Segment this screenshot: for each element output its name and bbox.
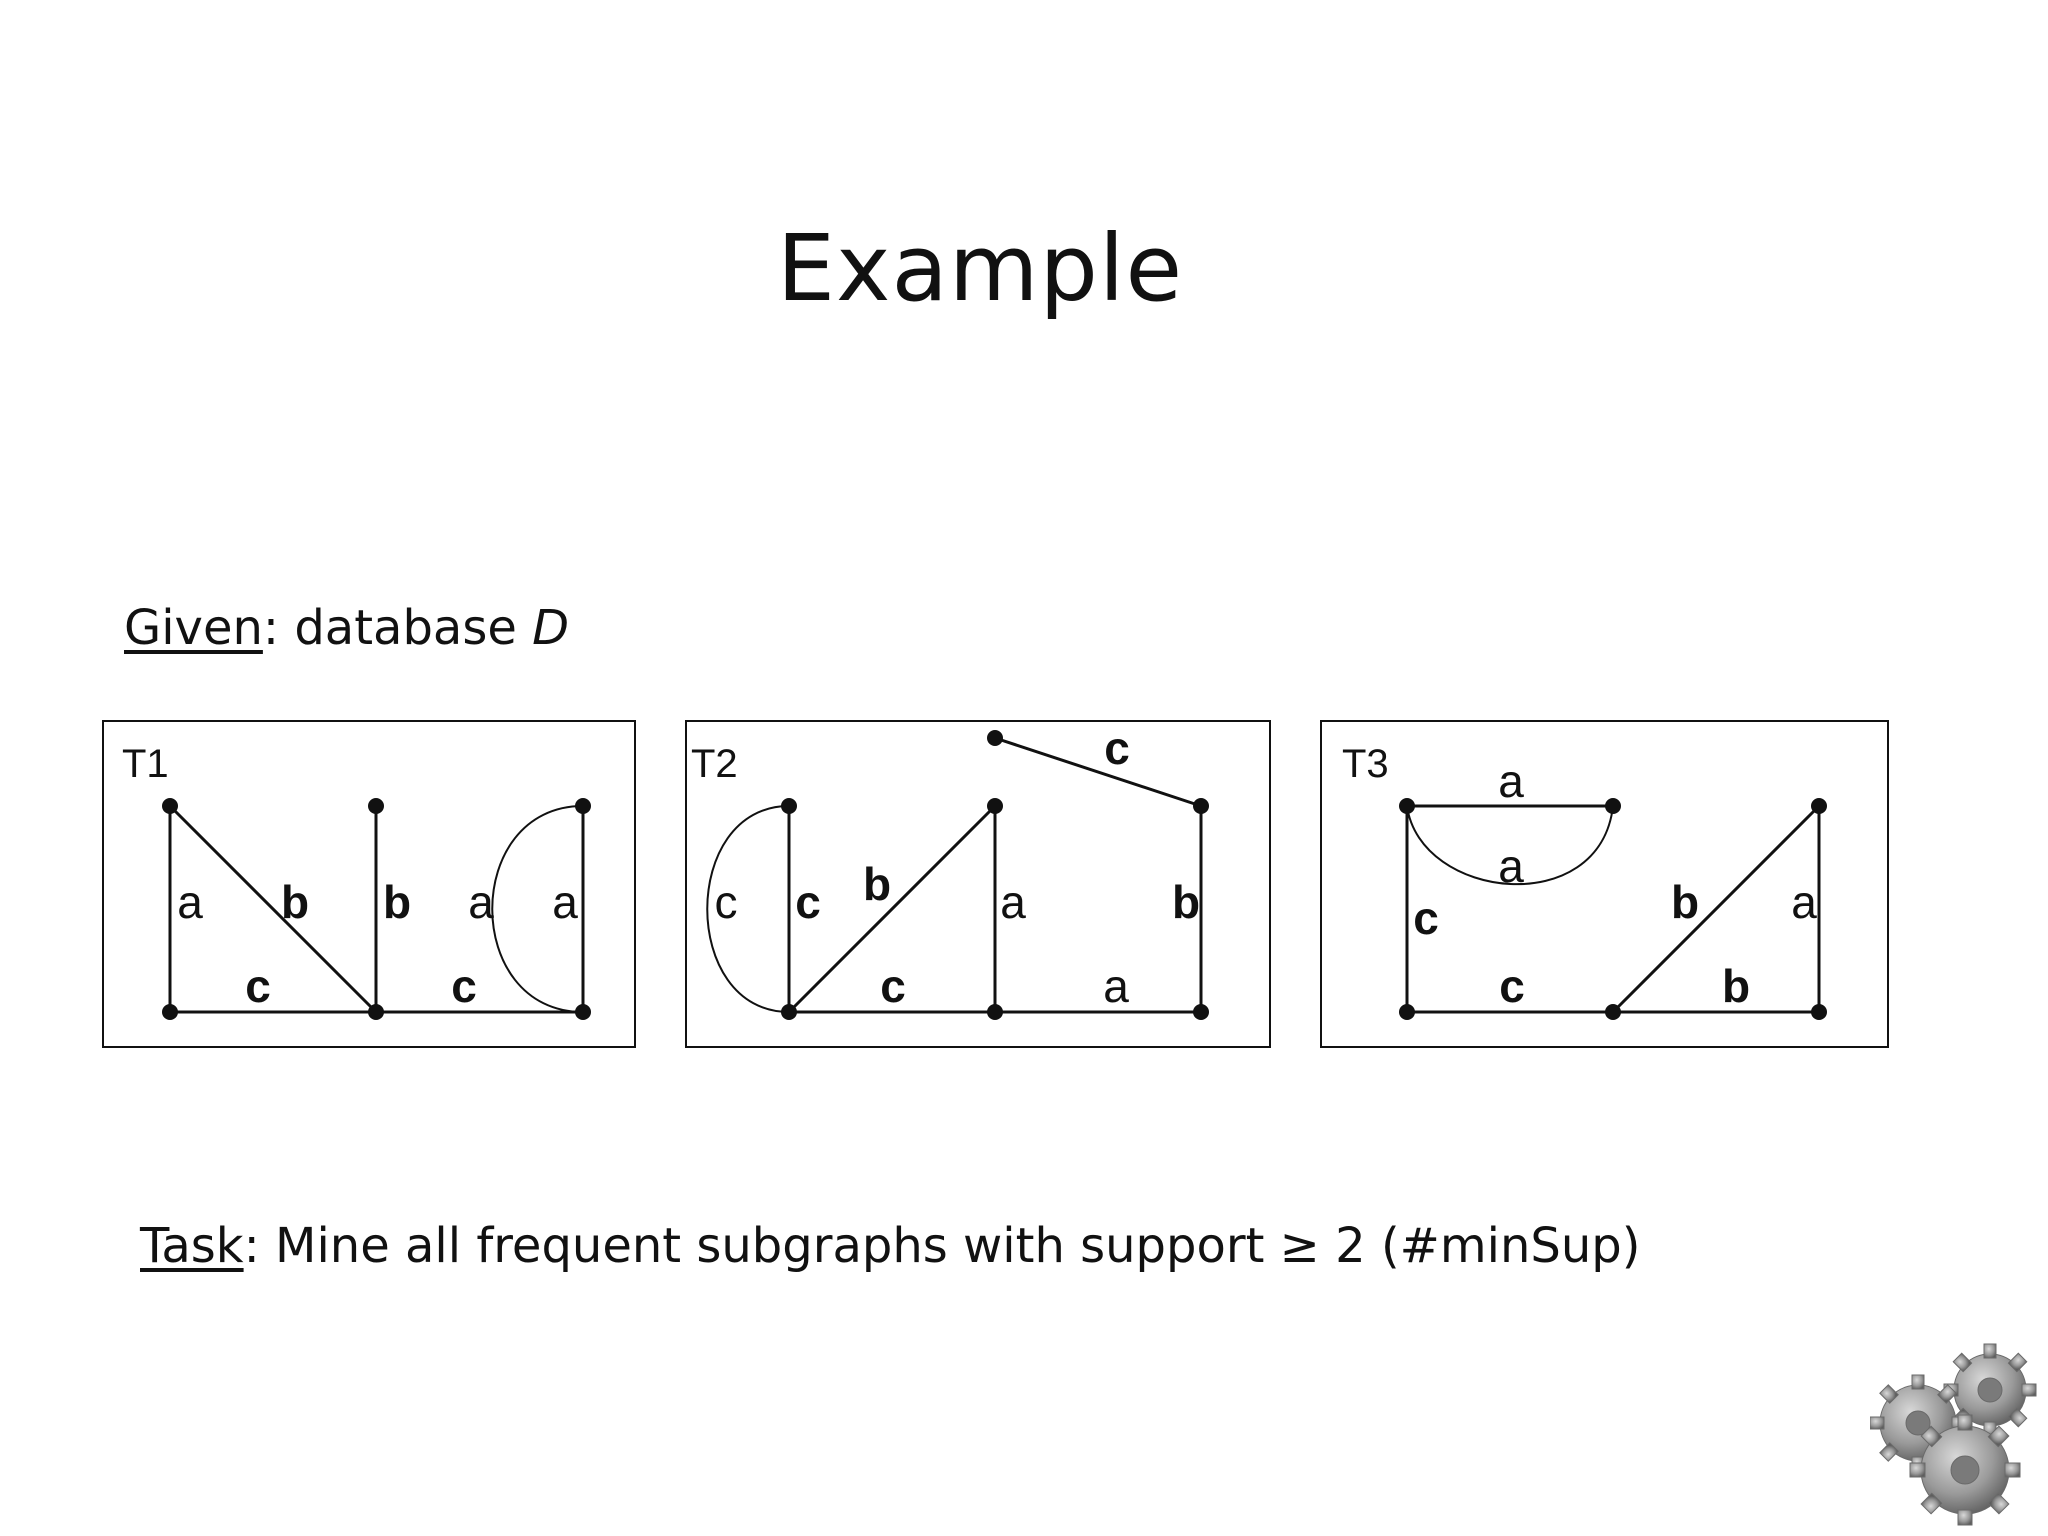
graph-node — [1605, 1004, 1621, 1020]
edge-label: b — [863, 858, 891, 910]
edge-label: b — [1722, 960, 1750, 1012]
graph-name: T2 — [691, 742, 738, 786]
graph-node — [987, 730, 1003, 746]
t3-box — [1320, 720, 1889, 1048]
edge-label: c — [880, 960, 906, 1012]
given-var: D — [532, 600, 570, 656]
t2-edge — [994, 736, 1202, 808]
graph-node — [368, 1004, 384, 1020]
edge-label: b — [1172, 876, 1200, 928]
edge-label: a — [1498, 840, 1524, 892]
graph-node — [575, 798, 591, 814]
edge-label: a — [177, 876, 203, 928]
graph-node — [162, 798, 178, 814]
graph-node — [1193, 798, 1209, 814]
graph-name: T3 — [1342, 742, 1389, 786]
edge-label: c — [795, 876, 821, 928]
graph-node — [1193, 1004, 1209, 1020]
graph-node — [781, 1004, 797, 1020]
graph-node — [368, 798, 384, 814]
graph-node — [1811, 798, 1827, 814]
graph-node — [781, 798, 797, 814]
graph-node — [1399, 798, 1415, 814]
t2-box — [685, 720, 1271, 1048]
edge-label: b — [1671, 876, 1699, 928]
graph-node — [987, 1004, 1003, 1020]
graph-node — [1399, 1004, 1415, 1020]
task-line: Task: Mine all frequent subgraphs with s… — [140, 1218, 1641, 1274]
given-line: Given: database D — [124, 600, 569, 656]
edge-label: a — [1791, 876, 1817, 928]
t1-box — [102, 720, 636, 1048]
t3-edge-arc — [1406, 805, 1614, 885]
edge-label: c — [715, 876, 738, 928]
edge-label: a — [468, 876, 494, 928]
edge-label: c — [1104, 722, 1130, 774]
graph-node — [162, 1004, 178, 1020]
given-text: database — [294, 600, 533, 656]
edge-label: c — [245, 960, 271, 1012]
graph-node — [1605, 798, 1621, 814]
t1-edge-arc — [491, 805, 584, 1013]
t3-edge — [1611, 804, 1821, 1014]
edge-label: c — [451, 960, 477, 1012]
edge-label: a — [1103, 960, 1129, 1012]
t2-edge — [787, 804, 997, 1014]
edge-label: a — [1000, 876, 1026, 928]
edge-label: c — [1499, 960, 1525, 1012]
edge-label: b — [383, 876, 411, 928]
graph-node — [575, 1004, 591, 1020]
edge-label: a — [552, 876, 578, 928]
slide-title: Example — [776, 215, 1184, 322]
t2-edge-arc — [706, 805, 790, 1013]
gears-icon — [1870, 1343, 2037, 1526]
task-label: Task — [140, 1218, 244, 1274]
graph-node — [987, 798, 1003, 814]
t1-edge — [168, 804, 378, 1014]
task-text: : Mine all frequent subgraphs with suppo… — [243, 1218, 1641, 1274]
given-sep: : — [262, 600, 295, 656]
edge-label: b — [281, 876, 309, 928]
edge-label: a — [1498, 755, 1524, 807]
graph-name: T1 — [122, 742, 169, 786]
edge-label: c — [1413, 892, 1439, 944]
graph-node — [1811, 1004, 1827, 1020]
given-label: Given — [124, 600, 263, 656]
